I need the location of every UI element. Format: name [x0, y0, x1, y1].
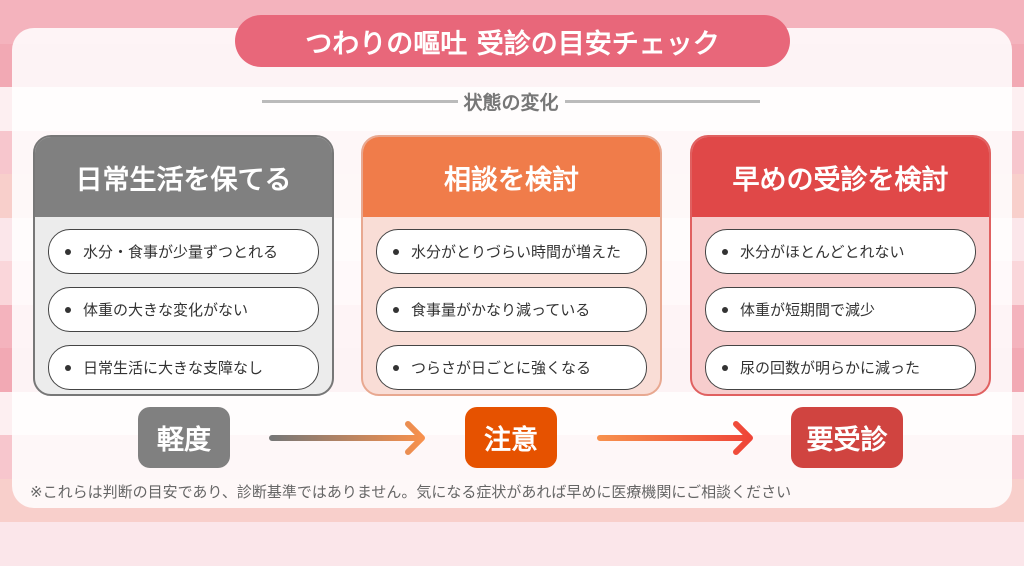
item-text: 体重の大きな変化がない — [83, 301, 249, 319]
bullet-icon — [393, 364, 399, 371]
divider-line — [564, 99, 761, 103]
item-text: 水分・食事が少量ずつとれる — [83, 243, 279, 261]
bullet-icon — [65, 248, 71, 255]
bullet-icon — [65, 306, 71, 313]
item-text: つらさが日ごとに強くなる — [411, 359, 592, 377]
list-item: つらさが日ごとに強くなる — [376, 345, 647, 390]
level-badge-visit: 要受診 — [791, 407, 903, 468]
disclaimer-note: ※これらは判断の目安であり、診断基準ではありません。気になる症状があれば早めに医… — [30, 483, 792, 501]
arrow-right-icon — [597, 421, 753, 455]
item-text: 水分がほとんどとれない — [740, 243, 905, 261]
bullet-icon — [393, 248, 399, 255]
list-item: 食事量がかなり減っている — [376, 287, 647, 332]
item-text: 尿の回数が明らかに減った — [740, 359, 921, 377]
list-item: 水分・食事が少量ずつとれる — [48, 229, 319, 274]
section-subtitle: 状態の変化 — [262, 88, 761, 114]
bullet-icon — [65, 364, 71, 371]
bullet-icon — [722, 364, 728, 371]
list-item: 水分がとりづらい時間が増えた — [376, 229, 647, 274]
bullet-icon — [722, 306, 728, 313]
level-badge-caution: 注意 — [465, 407, 557, 468]
column-mild: 日常生活を保てる 水分・食事が少量ずつとれる 体重の大きな変化がない 日常生活に… — [33, 135, 334, 396]
bullet-icon — [393, 306, 399, 313]
column-heading: 日常生活を保てる — [35, 137, 332, 217]
item-text: 日常生活に大きな支障なし — [83, 359, 264, 377]
subtitle-text: 状態の変化 — [463, 91, 559, 114]
divider-line — [262, 99, 458, 103]
level-badge-mild: 軽度 — [138, 407, 230, 468]
column-heading: 相談を検討 — [363, 137, 660, 217]
page-title: つわりの嘔吐 受診の目安チェック — [235, 15, 790, 67]
column-visit: 早めの受診を検討 水分がほとんどとれない 体重が短期間で減少 尿の回数が明らかに… — [690, 135, 991, 396]
list-item: 日常生活に大きな支障なし — [48, 345, 319, 390]
item-text: 水分がとりづらい時間が増えた — [411, 243, 622, 261]
list-item: 尿の回数が明らかに減った — [705, 345, 976, 390]
list-item: 体重の大きな変化がない — [48, 287, 319, 332]
column-caution: 相談を検討 水分がとりづらい時間が増えた 食事量がかなり減っている つらさが日ご… — [361, 135, 662, 396]
item-text: 体重が短期間で減少 — [740, 301, 876, 319]
list-item: 水分がほとんどとれない — [705, 229, 976, 274]
list-item: 体重が短期間で減少 — [705, 287, 976, 332]
arrow-right-icon — [269, 421, 425, 455]
bullet-icon — [722, 248, 728, 255]
item-text: 食事量がかなり減っている — [411, 301, 591, 319]
column-heading: 早めの受診を検討 — [692, 137, 989, 217]
